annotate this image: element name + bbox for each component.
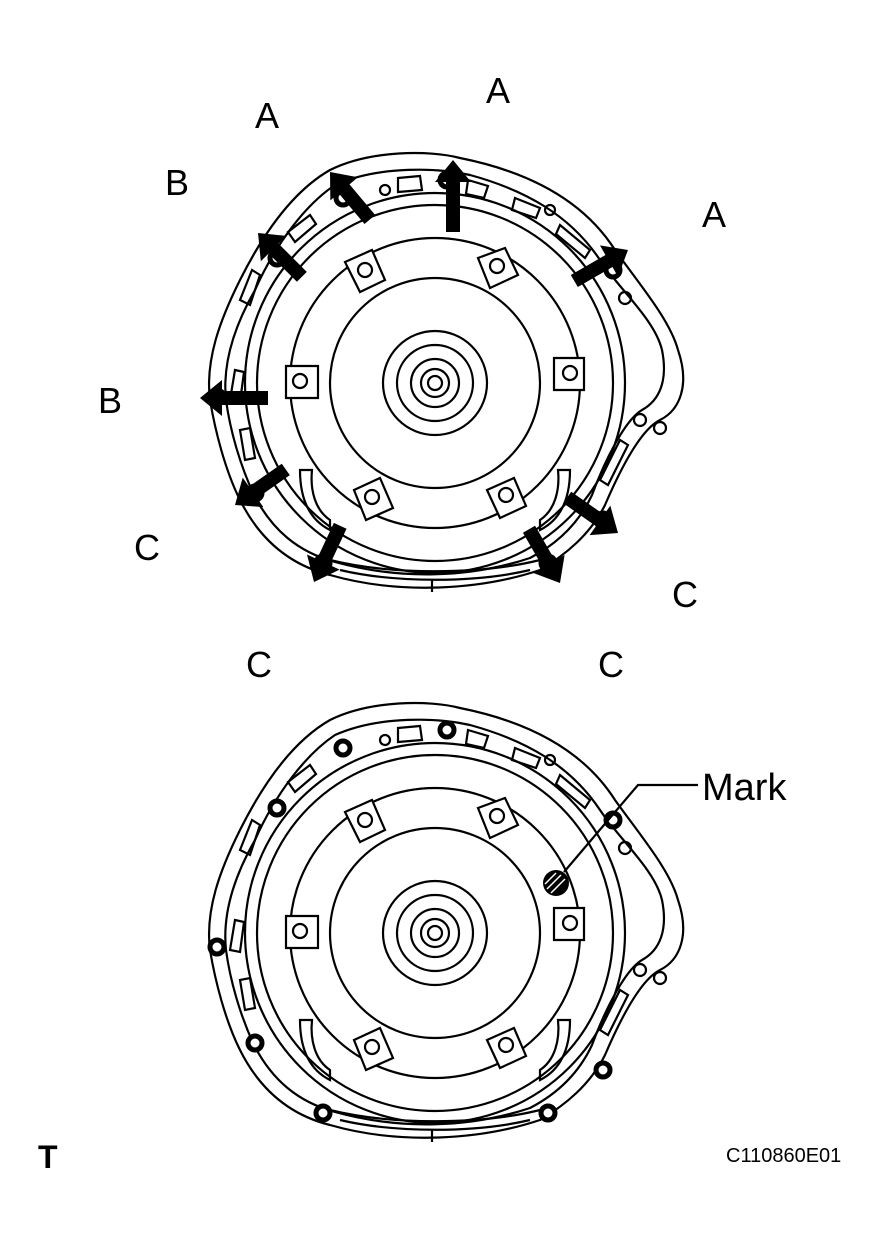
callout-label-a1: A bbox=[255, 95, 279, 136]
figure-code: C110860E01 bbox=[726, 1145, 841, 1167]
arrow-c1 bbox=[235, 463, 290, 508]
callout-label-a2: A bbox=[486, 70, 510, 111]
arrow-c4 bbox=[563, 491, 618, 536]
arrow-a1 bbox=[330, 172, 376, 224]
callout-label-c1: C bbox=[134, 527, 160, 568]
arrow-b1 bbox=[258, 233, 307, 282]
arrow-a3 bbox=[570, 245, 628, 288]
top-housing-view: A A A B B C C C C bbox=[98, 70, 726, 685]
mark-dot bbox=[543, 870, 569, 896]
mark-leader-line bbox=[563, 783, 698, 873]
corner-letter: T bbox=[38, 1139, 58, 1175]
callout-label-b1: B bbox=[165, 162, 189, 203]
arrow-c2 bbox=[306, 522, 347, 582]
bottom-housing-view: Mark bbox=[207, 701, 787, 1144]
callout-label-c3: C bbox=[598, 644, 624, 685]
arrow-a2 bbox=[435, 160, 471, 232]
arrow-b2 bbox=[200, 380, 268, 416]
callout-label-c4: C bbox=[672, 574, 698, 615]
mark-label: Mark bbox=[702, 767, 787, 809]
callout-label-c2: C bbox=[246, 644, 272, 685]
callout-label-b2: B bbox=[98, 380, 122, 421]
arrow-c3 bbox=[522, 525, 565, 583]
callout-label-a3: A bbox=[702, 194, 726, 235]
